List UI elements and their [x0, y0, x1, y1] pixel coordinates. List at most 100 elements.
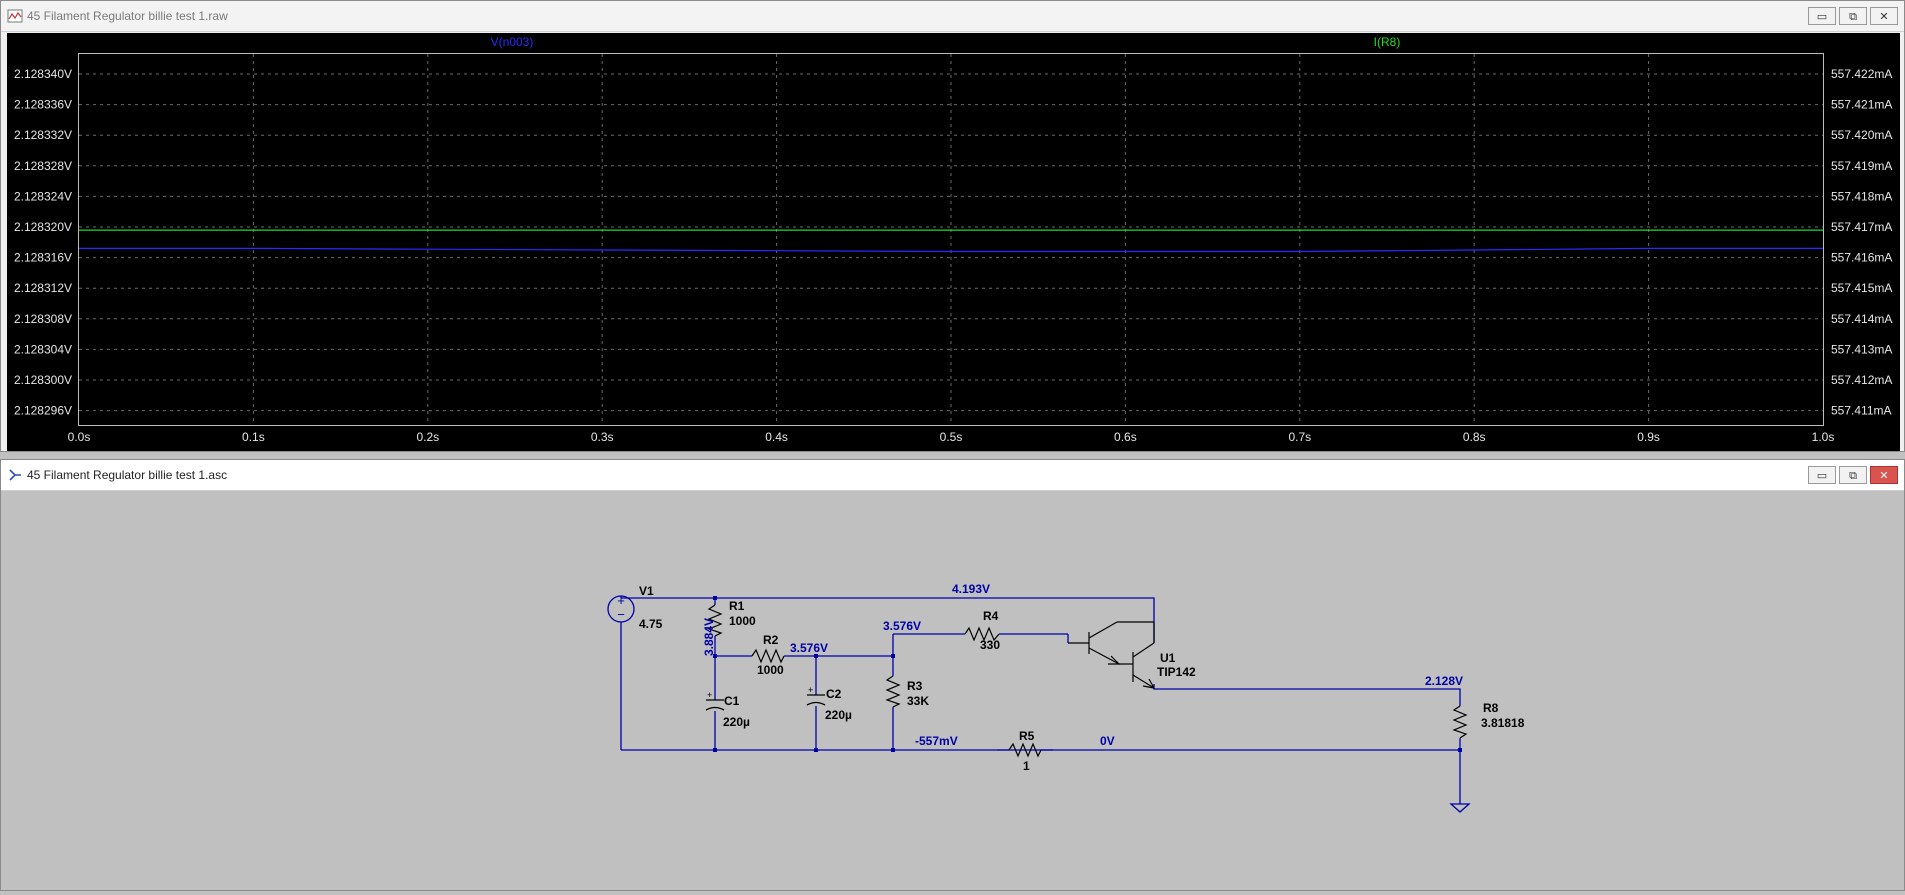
y-tick-label-left: 2.128308V — [14, 312, 72, 326]
node-voltage-bottom-right: 0V — [1100, 734, 1115, 748]
y-tick-label-right: 557.416mA — [1831, 251, 1892, 265]
y-tick-label-left: 2.128300V — [14, 373, 72, 387]
maximize-button[interactable]: ⧉ — [1839, 466, 1867, 484]
y-tick-label-right: 557.417mA — [1831, 220, 1892, 234]
close-button[interactable]: ✕ — [1870, 466, 1898, 484]
minimize-button[interactable]: ▭ — [1808, 7, 1836, 25]
svg-text:+: + — [808, 685, 813, 695]
waveform-window[interactable]: 45 Filament Regulator billie test 1.raw … — [0, 0, 1905, 452]
node-voltage-r4: 3.576V — [883, 619, 921, 633]
transistor-u1[interactable] — [1068, 621, 1156, 689]
schematic-drawing[interactable]: + − + — [7, 492, 1900, 890]
label-c2-value: 220µ — [825, 708, 852, 722]
capacitor-c2[interactable]: + — [806, 685, 826, 706]
x-tick-label: 0.3s — [591, 430, 614, 444]
x-tick-label: 0.1s — [242, 430, 265, 444]
ground-symbol — [1449, 803, 1471, 813]
node-voltage-c2: 3.576V — [790, 641, 828, 655]
waveform-plot[interactable]: V(n003) I(R8) 2.128340V 2.128336V 2.128332… — [7, 33, 1900, 451]
y-tick-label-left: 2.128336V — [14, 98, 72, 112]
junction-dot — [814, 748, 818, 752]
x-tick-label: 0.8s — [1463, 430, 1486, 444]
x-tick-label: 0.0s — [68, 430, 91, 444]
label-v1-value: 4.75 — [639, 617, 663, 631]
label-r2-name: R2 — [763, 633, 779, 647]
plot-area[interactable]: V(n003) I(R8) 2.128340V 2.128336V 2.128332… — [7, 33, 1900, 451]
trace-line-voltage[interactable] — [79, 247, 1823, 253]
x-tick-label: 0.9s — [1637, 430, 1660, 444]
resistor-r5[interactable] — [1008, 742, 1042, 758]
svg-text:−: − — [617, 607, 625, 622]
label-u1-value: TIP142 — [1157, 665, 1196, 679]
x-tick-label: 0.7s — [1288, 430, 1311, 444]
y-tick-label-right: 557.419mA — [1831, 159, 1892, 173]
x-tick-label: 0.2s — [416, 430, 439, 444]
node-voltage-bottom-left: -557mV — [915, 734, 958, 748]
y-tick-label-left: 2.128320V — [14, 220, 72, 234]
label-u1-name: U1 — [1160, 651, 1176, 665]
close-button[interactable]: ✕ — [1870, 7, 1898, 25]
resistor-r4[interactable] — [964, 626, 1000, 642]
minimize-button[interactable]: ▭ — [1808, 466, 1836, 484]
schematic-window-title: 45 Filament Regulator billie test 1.asc — [27, 468, 228, 482]
resistor-r2[interactable] — [751, 648, 785, 664]
y-tick-label-right: 557.411mA — [1831, 404, 1892, 418]
schematic-canvas[interactable]: + − + — [7, 492, 1900, 890]
label-r8-value: 3.81818 — [1481, 716, 1525, 730]
label-c2-name: C2 — [826, 687, 842, 701]
waveform-window-title: 45 Filament Regulator billie test 1.raw — [27, 9, 228, 23]
y-tick-label-left: 2.128328V — [14, 159, 72, 173]
y-tick-label-right: 557.421mA — [1831, 98, 1892, 112]
resistor-r8[interactable] — [1452, 705, 1468, 739]
y-tick-label-right: 557.422mA — [1831, 67, 1892, 81]
trace-label-voltage[interactable]: V(n003) — [491, 35, 534, 49]
x-tick-label: 0.5s — [940, 430, 963, 444]
trace-label-current[interactable]: I(R8) — [1374, 35, 1401, 49]
y-tick-label-left: 2.128340V — [14, 67, 72, 81]
waveform-titlebar[interactable]: 45 Filament Regulator billie test 1.raw … — [1, 1, 1904, 32]
node-voltage-r1-r2: 3.884V — [702, 618, 716, 656]
junction-dot — [891, 748, 895, 752]
waveform-app-icon — [7, 9, 23, 23]
schematic-app-icon — [9, 469, 21, 481]
label-r4-name: R4 — [983, 609, 999, 623]
label-r1-name: R1 — [729, 599, 745, 613]
label-r5-value: 1 — [1023, 759, 1030, 773]
y-tick-label-right: 557.415mA — [1831, 281, 1892, 295]
node-voltage-output: 2.128V — [1425, 674, 1463, 688]
junction-dot — [713, 654, 717, 658]
label-r2-value: 1000 — [757, 663, 784, 677]
y-tick-label-left: 2.128332V — [14, 128, 72, 142]
junction-dot — [814, 654, 818, 658]
junction-dot — [1458, 748, 1462, 752]
wire[interactable] — [1153, 684, 1461, 706]
label-r3-value: 33K — [907, 694, 929, 708]
svg-text:+: + — [617, 593, 625, 608]
y-tick-label-left: 2.128296V — [14, 404, 72, 418]
label-c1-value: 220µ — [723, 715, 750, 729]
resistor-r3[interactable] — [885, 675, 901, 708]
capacitor-c1[interactable]: + — [705, 690, 725, 711]
label-v1-name: V1 — [639, 584, 654, 598]
x-tick-label: 0.4s — [765, 430, 788, 444]
y-tick-label-left: 2.128304V — [14, 342, 72, 356]
label-r1-value: 1000 — [729, 614, 756, 628]
label-r3-name: R3 — [907, 679, 923, 693]
junction-dot — [891, 654, 895, 658]
maximize-button[interactable]: ⧉ — [1839, 7, 1867, 25]
label-c1-name: C1 — [724, 694, 740, 708]
y-tick-label-left: 2.128316V — [14, 251, 72, 265]
voltage-source-v1[interactable]: + − — [607, 593, 635, 623]
x-tick-label: 1.0s — [1812, 430, 1835, 444]
schematic-titlebar[interactable]: 45 Filament Regulator billie test 1.asc … — [1, 460, 1904, 491]
label-r5-name: R5 — [1019, 729, 1035, 743]
y-tick-label-right: 557.414mA — [1831, 312, 1892, 326]
label-r4-value: 330 — [980, 638, 1000, 652]
y-tick-label-right: 557.413mA — [1831, 342, 1892, 356]
svg-text:+: + — [707, 690, 712, 700]
junction-dot — [713, 596, 717, 600]
y-tick-label-right: 557.418mA — [1831, 189, 1892, 203]
schematic-window[interactable]: 45 Filament Regulator billie test 1.asc … — [0, 459, 1905, 891]
y-tick-label-left: 2.128324V — [14, 189, 72, 203]
resistor-r1[interactable] — [707, 604, 723, 637]
